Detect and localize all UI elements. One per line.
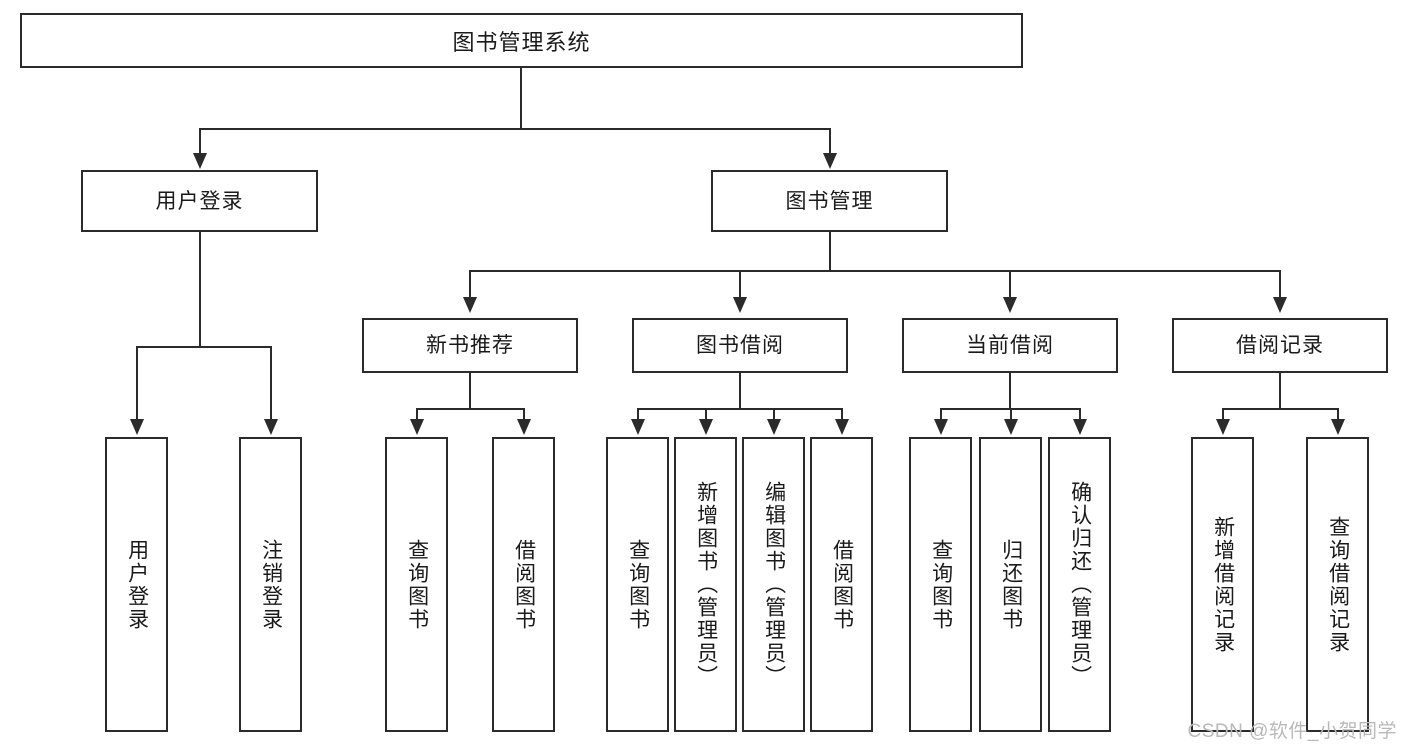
node-label: 图书管理 (785, 189, 874, 213)
connector-drop-book-management (829, 128, 831, 156)
node-user-login[interactable]: 用户登录 (81, 170, 318, 232)
connector-drop-leaf-user-login-2 (270, 346, 272, 421)
node-book-management[interactable]: 图书管理 (711, 170, 948, 232)
arrowhead-leaf-borrow-record-1 (1216, 419, 1230, 435)
connector-drop-leaf-new-book-2 (523, 408, 525, 421)
connector-borrow-record-stem (1279, 373, 1281, 408)
connector-book-management-stem (829, 232, 831, 270)
leaf-book-borrow-query-book[interactable]: 查询图书 (606, 437, 669, 732)
node-label: 新书推荐 (426, 334, 514, 357)
leaf-borrow-record-add-record[interactable]: 新增借阅记录 (1191, 437, 1254, 732)
arrowhead-leaf-current-borrow-2 (1004, 419, 1018, 435)
leaf-current-borrow-query-book[interactable]: 查询图书 (909, 437, 972, 732)
arrowhead-leaf-current-borrow-3 (1073, 419, 1087, 435)
arrowhead-book-management (823, 153, 837, 169)
node-label: 查询图书 (405, 538, 429, 631)
connector-user-login-bus (136, 346, 271, 348)
node-label: 确认归还（管理员） (1068, 481, 1092, 688)
connector-drop-new-book (469, 270, 471, 300)
node-label: 借阅记录 (1236, 334, 1324, 357)
arrowhead-current-borrow (1003, 297, 1017, 313)
connector-drop-current-borrow (1009, 270, 1011, 300)
node-current-borrow[interactable]: 当前借阅 (902, 318, 1118, 373)
connector-drop-borrow-record (1279, 270, 1281, 300)
leaf-borrow-record-query-record[interactable]: 查询借阅记录 (1306, 437, 1369, 732)
connector-borrow-record-bus (1222, 408, 1338, 410)
connector-drop-leaf-book-borrow-2 (705, 408, 707, 421)
node-label: 新增借阅记录 (1211, 515, 1235, 654)
node-borrow-record[interactable]: 借阅记录 (1172, 318, 1388, 373)
node-label: 当前借阅 (966, 334, 1054, 357)
node-label: 编辑图书（管理员） (762, 481, 786, 688)
connector-drop-leaf-borrow-record-2 (1337, 408, 1339, 421)
node-root-book-management-system[interactable]: 图书管理系统 (20, 13, 1023, 68)
connector-drop-leaf-new-book-1 (416, 408, 418, 421)
node-label: 查询图书 (929, 538, 953, 631)
node-label: 新增图书（管理员） (694, 481, 718, 688)
connector-drop-leaf-book-borrow-3 (773, 408, 775, 421)
node-label: 用户登录 (155, 189, 244, 213)
connector-drop-leaf-book-borrow-4 (841, 408, 843, 421)
arrowhead-leaf-book-borrow-2 (699, 419, 713, 435)
connector-drop-leaf-book-borrow-1 (637, 408, 639, 421)
node-label: 图书管理系统 (452, 29, 591, 55)
node-label: 借阅图书 (830, 538, 854, 631)
arrowhead-book-borrow (733, 297, 747, 313)
node-label: 注销登录 (259, 538, 283, 631)
leaf-new-book-query-book[interactable]: 查询图书 (385, 437, 448, 732)
arrowhead-leaf-user-login-2 (264, 419, 278, 435)
arrowhead-user-login (193, 153, 207, 169)
arrowhead-leaf-book-borrow-4 (835, 419, 849, 435)
node-label: 查询借阅记录 (1326, 515, 1350, 654)
leaf-new-book-borrow-book[interactable]: 借阅图书 (492, 437, 555, 732)
leaf-book-borrow-borrow-book[interactable]: 借阅图书 (810, 437, 873, 732)
connector-drop-leaf-current-borrow-3 (1079, 408, 1081, 421)
arrowhead-leaf-new-book-2 (517, 419, 531, 435)
node-new-book-recommendation[interactable]: 新书推荐 (362, 318, 578, 373)
arrowhead-borrow-record (1273, 297, 1287, 313)
connector-book-borrow-stem (739, 373, 741, 408)
arrowhead-new-book (463, 297, 477, 313)
connector-new-book-bus (416, 408, 524, 410)
node-label: 用户登录 (125, 538, 149, 631)
node-label: 归还图书 (999, 538, 1023, 631)
node-book-borrow[interactable]: 图书借阅 (632, 318, 848, 373)
connector-current-borrow-stem (1009, 373, 1011, 408)
connector-drop-leaf-current-borrow-2 (1010, 408, 1012, 421)
arrowhead-leaf-user-login-1 (130, 419, 144, 435)
arrowhead-leaf-book-borrow-3 (767, 419, 781, 435)
arrowhead-leaf-borrow-record-2 (1331, 419, 1345, 435)
leaf-user-login[interactable]: 用户登录 (105, 437, 168, 732)
connector-drop-book-borrow (739, 270, 741, 300)
arrowhead-leaf-new-book-1 (410, 419, 424, 435)
node-label: 查询图书 (626, 538, 650, 631)
connector-drop-leaf-borrow-record-1 (1222, 408, 1224, 421)
connector-book-borrow-bus (637, 408, 842, 410)
connector-drop-leaf-user-login-1 (136, 346, 138, 421)
arrowhead-leaf-current-borrow-1 (934, 419, 948, 435)
connector-root-stem (520, 68, 522, 128)
connector-level3-bus (469, 270, 1280, 272)
leaf-book-borrow-edit-book-admin[interactable]: 编辑图书（管理员） (742, 437, 805, 732)
connector-drop-user-login (199, 128, 201, 156)
watermark-text: CSDN @软件_小贺同学 (1187, 721, 1397, 742)
connector-drop-leaf-current-borrow-1 (940, 408, 942, 421)
connector-level1-bus (199, 128, 831, 130)
connector-new-book-stem (469, 373, 471, 408)
leaf-logout[interactable]: 注销登录 (239, 437, 302, 732)
leaf-current-borrow-return-book[interactable]: 归还图书 (979, 437, 1042, 732)
node-label: 图书借阅 (696, 334, 784, 357)
leaf-book-borrow-add-book-admin[interactable]: 新增图书（管理员） (674, 437, 737, 732)
node-label: 借阅图书 (512, 538, 536, 631)
connector-user-login-stem (199, 232, 201, 346)
arrowhead-leaf-book-borrow-1 (631, 419, 645, 435)
leaf-current-borrow-confirm-return-admin[interactable]: 确认归还（管理员） (1048, 437, 1111, 732)
